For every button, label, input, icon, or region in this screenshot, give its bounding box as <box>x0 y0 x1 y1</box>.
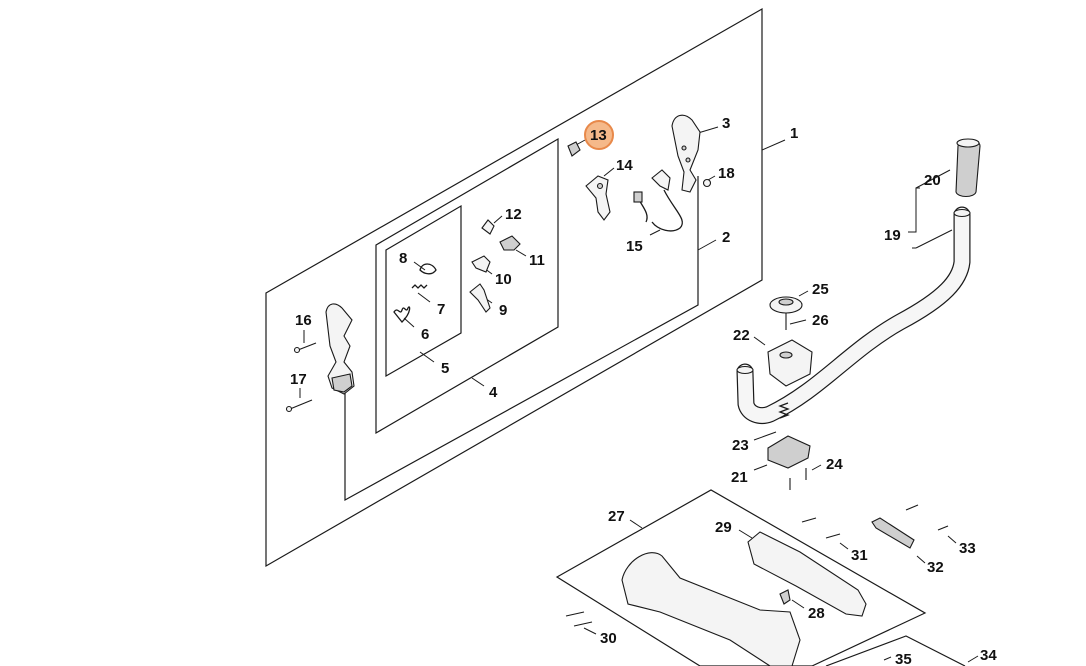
clamp-lower-21 <box>767 435 811 469</box>
callout-20[interactable]: 20 <box>924 172 941 189</box>
callout-15[interactable]: 15 <box>626 238 643 255</box>
callout-23[interactable]: 23 <box>732 437 749 454</box>
callout-11[interactable]: 11 <box>529 252 545 269</box>
screw-28 <box>779 589 791 605</box>
callout-27[interactable]: 27 <box>608 508 625 525</box>
assembly-4-frame <box>375 137 559 435</box>
callout-30[interactable]: 30 <box>600 630 617 647</box>
screw-24 <box>789 468 807 490</box>
callout-9[interactable]: 9 <box>499 302 507 319</box>
spring-12 <box>481 219 495 235</box>
callout-33[interactable]: 33 <box>959 540 976 557</box>
callout-14[interactable]: 14 <box>616 157 633 174</box>
spring-7 <box>411 284 428 289</box>
screw-31 <box>801 517 841 539</box>
spring-8 <box>419 263 437 275</box>
lever-9 <box>469 283 491 313</box>
callout-8[interactable]: 8 <box>399 250 407 267</box>
callout-21[interactable]: 21 <box>731 469 748 486</box>
callout-17[interactable]: 17 <box>290 371 307 388</box>
callout-22[interactable]: 22 <box>733 327 750 344</box>
callout-1[interactable]: 1 <box>790 125 798 142</box>
callout-labels: 1 2 3 4 5 6 7 8 9 10 11 12 13 14 15 16 1… <box>290 115 997 666</box>
lever-10 <box>471 255 491 273</box>
callout-29[interactable]: 29 <box>715 519 732 536</box>
callout-28[interactable]: 28 <box>808 605 825 622</box>
handle-half-3 <box>671 114 701 193</box>
callout-34[interactable]: 34 <box>980 647 997 664</box>
callout-26[interactable]: 26 <box>812 312 829 329</box>
loop-handle-19 <box>736 206 971 425</box>
spring-6 <box>393 306 411 323</box>
callout-25[interactable]: 25 <box>812 281 829 298</box>
assembly-1-frame <box>265 7 763 568</box>
spring-23 <box>778 402 790 419</box>
assembly-34-frame <box>825 635 966 666</box>
catch-11 <box>499 235 521 251</box>
callout-18[interactable]: 18 <box>718 165 735 182</box>
callout-7[interactable]: 7 <box>437 301 445 318</box>
plate-32 <box>871 517 915 549</box>
callout-35[interactable]: 35 <box>895 651 912 666</box>
housing-27 <box>621 552 801 666</box>
switch-15 <box>633 169 683 232</box>
screw-16 <box>293 342 317 354</box>
callout-3[interactable]: 3 <box>722 115 730 132</box>
callout-16[interactable]: 16 <box>295 312 312 329</box>
callout-10[interactable]: 10 <box>495 271 512 288</box>
assembly-2-frame <box>344 176 699 502</box>
callout-4[interactable]: 4 <box>489 384 498 401</box>
highlight-marker-13[interactable] <box>584 120 614 150</box>
callout-13[interactable]: 13 <box>590 127 607 144</box>
part-13 <box>567 141 581 157</box>
knob-25 <box>769 296 803 330</box>
handle-half-16 <box>325 303 355 395</box>
callout-19[interactable]: 19 <box>884 227 901 244</box>
callout-12[interactable]: 12 <box>505 206 522 223</box>
screw-17 <box>285 399 313 413</box>
callout-6[interactable]: 6 <box>421 326 429 343</box>
assembly-5-frame <box>385 204 462 378</box>
trigger-14 <box>585 175 611 221</box>
callout-2[interactable]: 2 <box>722 229 730 246</box>
callout-5[interactable]: 5 <box>441 360 449 377</box>
callout-24[interactable]: 24 <box>826 456 843 473</box>
screw-30 <box>565 611 593 627</box>
callout-31[interactable]: 31 <box>851 547 868 564</box>
grip-20 <box>955 138 981 198</box>
handle-housing-29 <box>747 531 867 617</box>
screw-33 <box>905 504 949 531</box>
clamp-upper-22 <box>767 339 813 387</box>
callout-32[interactable]: 32 <box>927 559 944 576</box>
nut-18 <box>702 178 712 188</box>
assembly-27-frame <box>555 489 927 666</box>
